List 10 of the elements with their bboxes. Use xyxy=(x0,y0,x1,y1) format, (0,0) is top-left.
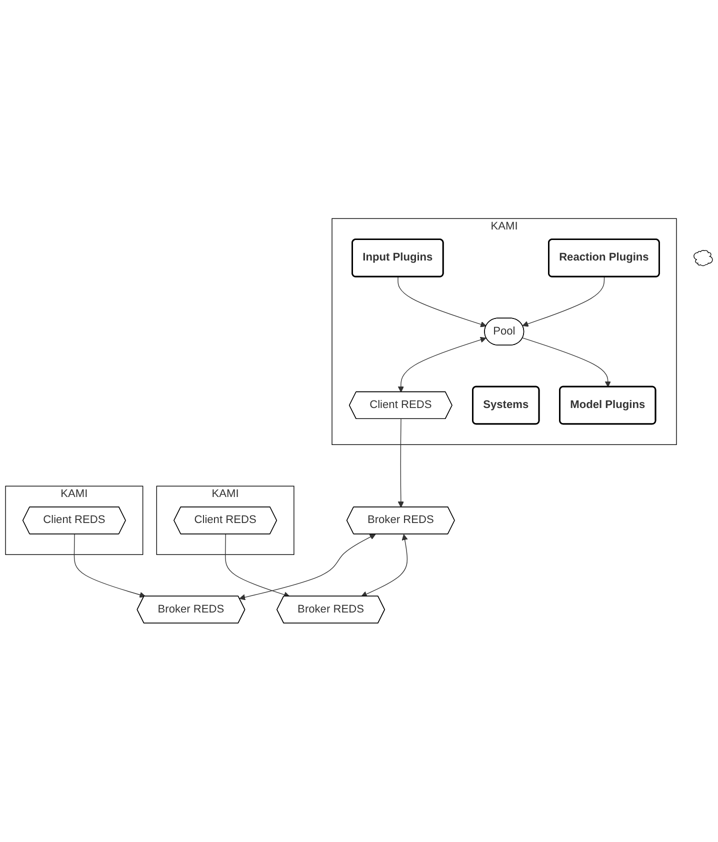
arrow xyxy=(398,418,404,508)
arrow xyxy=(239,534,376,600)
arrow xyxy=(361,534,408,598)
node-cloud xyxy=(694,250,713,266)
arrow xyxy=(74,534,146,598)
arrow xyxy=(225,534,290,598)
arrow xyxy=(522,276,605,327)
arrow xyxy=(398,337,486,393)
arrow xyxy=(522,338,611,388)
arrow xyxy=(398,276,486,328)
